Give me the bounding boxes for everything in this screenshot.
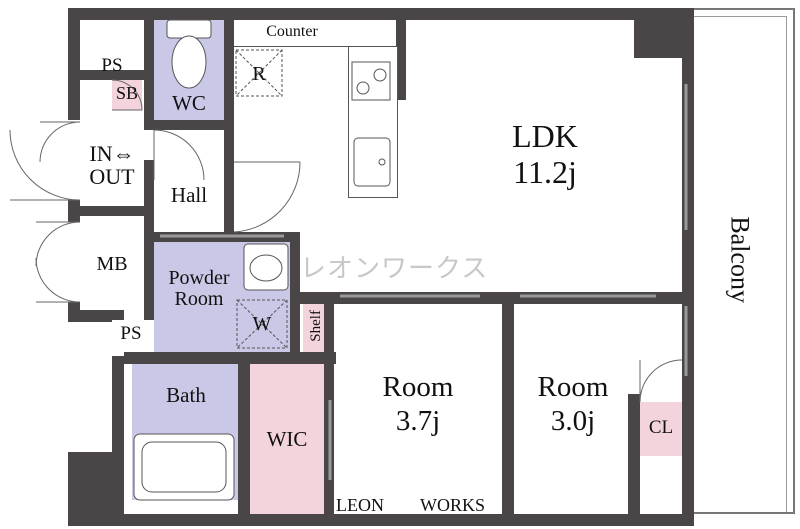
bathtub-icon xyxy=(133,433,235,501)
toilet-tank-icon xyxy=(166,19,212,39)
wall-bath-top xyxy=(124,352,336,364)
wall-ps2 xyxy=(112,320,154,356)
wc-label: WC xyxy=(172,91,206,115)
ldk-name-label: LDK xyxy=(512,118,578,154)
sb-area xyxy=(112,80,142,110)
shelf-label: Shelf xyxy=(308,310,325,342)
balcony-rail-inner xyxy=(694,16,786,17)
wic-area xyxy=(250,364,324,518)
corner-block-bl xyxy=(68,452,124,526)
wic-label: WIC xyxy=(266,427,308,451)
wall-wc-bottom xyxy=(144,120,234,130)
stove-icon xyxy=(351,61,391,101)
entrance-door-icon xyxy=(39,121,81,163)
outer-wall-bottom xyxy=(68,514,694,526)
room2-name-label: Room xyxy=(537,371,609,403)
cl-door-icon xyxy=(639,359,683,403)
watermark-center: レオンワークス xyxy=(300,254,489,284)
wall-wc-left xyxy=(144,8,154,130)
balcony-rail-outer xyxy=(793,8,795,514)
kitchen-sink-icon xyxy=(353,137,391,187)
wall-room-divider xyxy=(502,292,514,518)
ldk-size-label: 11.2j xyxy=(513,154,577,190)
outer-wall-left-mid xyxy=(68,200,80,222)
wall-step xyxy=(68,310,118,322)
counter-top-edge xyxy=(234,46,348,47)
ps-top-label: PS xyxy=(101,55,123,76)
counter-label: Counter xyxy=(266,23,318,40)
washer-space-icon xyxy=(236,299,288,349)
wc-door-icon xyxy=(153,129,205,181)
cl-label: CL xyxy=(648,417,674,438)
powder-room-label: Powder Room xyxy=(168,267,230,310)
sb-label: SB xyxy=(115,83,139,103)
toilet-bowl-icon xyxy=(171,35,207,89)
balcony-rail-top xyxy=(694,8,794,10)
room1-size-label: 3.7j xyxy=(395,405,441,437)
refrigerator-label: R xyxy=(252,63,266,85)
cl-area xyxy=(640,402,682,456)
mb-door-icon xyxy=(35,221,81,267)
washer-label: W xyxy=(252,313,272,335)
watermark-bottom-right: WORKS xyxy=(420,495,486,515)
corner-block-tr xyxy=(634,8,694,58)
watermark-bottom-left: LEON xyxy=(336,495,384,515)
refrigerator-space-icon xyxy=(235,49,283,97)
balcony-rail-right xyxy=(786,16,787,512)
wall-kitchen-stub xyxy=(396,8,406,100)
mb-door-icon-2 xyxy=(35,257,81,303)
bath-label: Bath xyxy=(166,383,206,407)
wall-ps-top xyxy=(80,70,146,80)
mb-label: MB xyxy=(96,253,128,275)
corner-block-br xyxy=(628,394,640,526)
balcony-label: Balcony xyxy=(725,216,755,303)
hall-door-icon xyxy=(233,161,301,233)
entrance-label: IN⇔ OUT xyxy=(89,141,135,190)
hall-label: Hall xyxy=(170,183,208,207)
wall-bath-right xyxy=(238,352,250,518)
outer-wall-left-top xyxy=(68,8,80,120)
wall-entry-right xyxy=(144,160,154,360)
wall-mb-top xyxy=(80,206,154,216)
room1-name-label: Room xyxy=(382,371,454,403)
sb-door-icon xyxy=(111,79,143,111)
balcony-rail-bottom xyxy=(694,512,794,514)
wash-basin-icon xyxy=(243,243,289,291)
room2-size-label: 3.0j xyxy=(550,405,596,437)
ps-bottom-label: PS xyxy=(120,323,142,344)
entrance-door-icon-2 xyxy=(9,129,81,201)
